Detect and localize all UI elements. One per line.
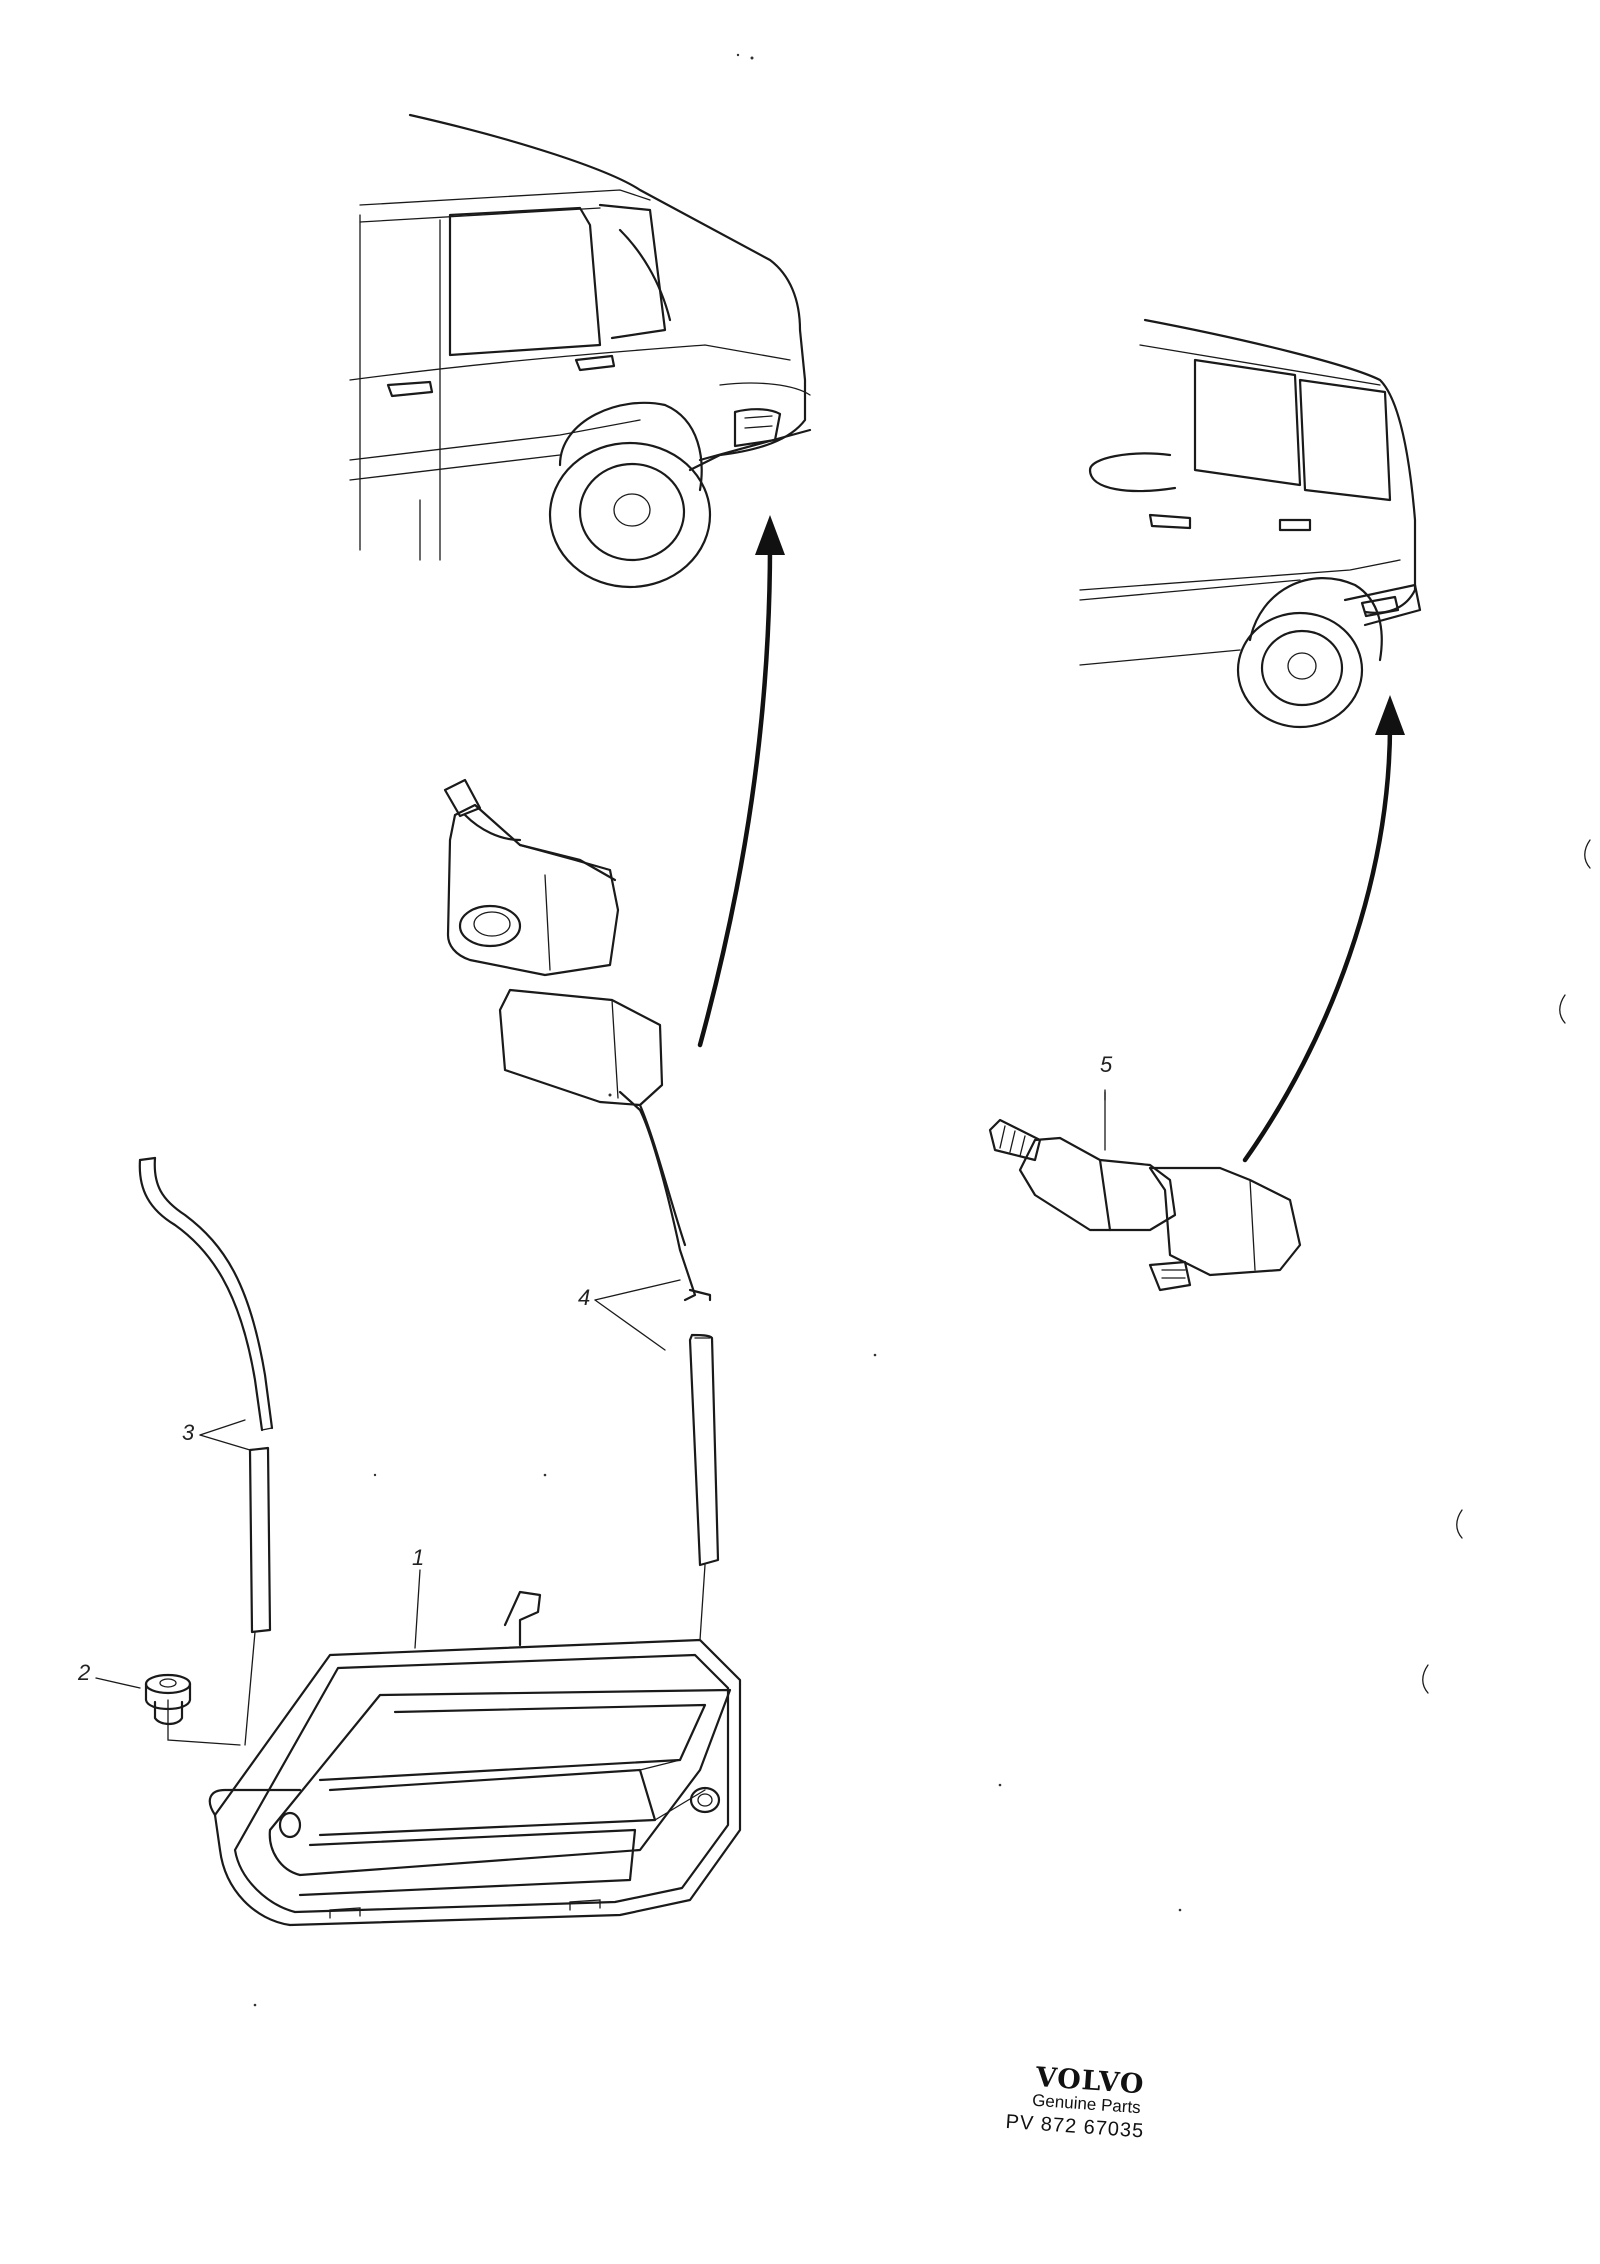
hose-left [138, 1156, 274, 1634]
part-4-callout: 4 [578, 1285, 591, 1310]
sedan-illustration [349, 113, 812, 589]
lamp-housing [208, 1590, 742, 1927]
arrow-to-sedan [697, 515, 785, 1048]
part-1-callout: 1 [412, 1545, 425, 1570]
part-3-callout: 3 [182, 1420, 195, 1445]
scan-specks [253, 53, 1591, 2007]
estate-lamp [988, 1089, 1302, 1292]
leader-lines [95, 1091, 1106, 1746]
volvo-genuine-parts-stamp: VOLVO Genuine Parts PV 872 67035 [1005, 2060, 1210, 2148]
sedan-lamp-assembly [443, 778, 720, 1567]
part-5-callout: 5 [1100, 1052, 1113, 1077]
estate-illustration [1079, 318, 1422, 729]
part-2-callout: 2 [78, 1660, 91, 1685]
grommet [144, 1673, 192, 1726]
arrow-to-estate [1242, 695, 1405, 1163]
